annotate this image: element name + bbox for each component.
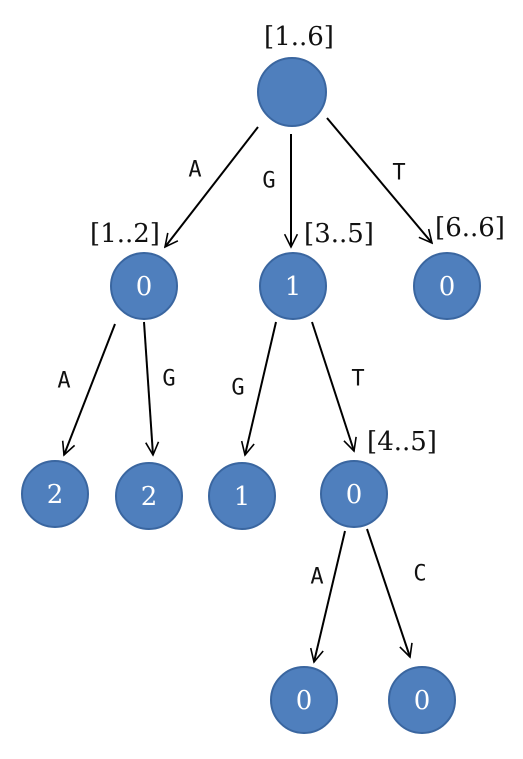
edge-g-gg [245, 321, 277, 455]
edge-gt-gtc [366, 528, 410, 657]
node-range-g: [3..5] [304, 219, 374, 249]
edge-root-t [326, 117, 432, 243]
node-gg [208, 462, 276, 530]
edge-gt-gta [314, 530, 346, 662]
edge-label-g-gt: T [351, 367, 364, 392]
edge-a-aa [64, 323, 116, 455]
node-value-g: 1 [285, 272, 302, 302]
node-t [413, 252, 481, 320]
edge-g-gt [311, 321, 354, 451]
node-ag [115, 462, 183, 530]
node-value-ag: 2 [141, 482, 158, 512]
edges-layer: A G T A G G T A C [57, 117, 432, 662]
edge-label-g-gg: G [231, 376, 244, 401]
node-range-gt: [4..5] [367, 427, 437, 457]
edge-label-gt-gta: A [310, 565, 323, 590]
node-gtc [388, 666, 456, 734]
edge-root-a [165, 126, 259, 247]
node-gta [270, 666, 338, 734]
node-range-t: [6..6] [435, 213, 505, 243]
node-gt [320, 460, 388, 528]
edge-label-root-a: A [188, 158, 201, 183]
edge-label-a-ag: G [162, 367, 175, 392]
node-root [257, 57, 327, 127]
node-a [110, 252, 178, 320]
edge-label-a-aa: A [57, 369, 70, 394]
node-value-gta: 0 [296, 686, 313, 716]
edge-label-root-t: T [392, 161, 405, 186]
edge-a-ag [143, 321, 153, 455]
node-value-gt: 0 [346, 480, 363, 510]
edge-label-gt-gtc: C [413, 562, 426, 587]
node-range-a: [1..2] [90, 219, 160, 249]
node-value-gg: 1 [234, 482, 251, 512]
node-g [259, 252, 327, 320]
node-aa [21, 460, 89, 528]
node-value-t: 0 [439, 272, 456, 302]
edge-label-root-g: G [262, 169, 275, 194]
node-value-a: 0 [136, 272, 153, 302]
node-value-aa: 2 [47, 480, 64, 510]
node-range-root: [1..6] [264, 22, 334, 52]
node-value-gtc: 0 [414, 686, 431, 716]
